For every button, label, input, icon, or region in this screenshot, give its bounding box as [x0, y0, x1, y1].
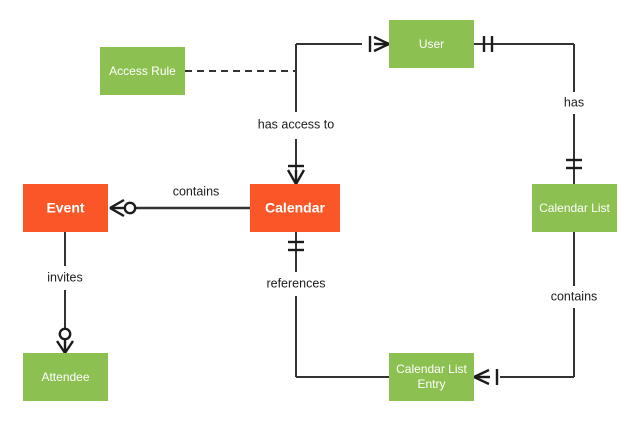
relationship-label-contains-left: contains	[173, 184, 220, 198]
entity-calendar-list-label: Calendar List	[539, 201, 610, 215]
entity-user[interactable]: User	[389, 20, 474, 68]
marker-user-one-or-many	[368, 35, 390, 53]
marker-attendee-zero-or-many	[56, 327, 74, 354]
entity-event-label: Event	[46, 200, 84, 216]
entity-user-label: User	[419, 37, 444, 51]
marker-calendar-list-top-exactly-one	[566, 158, 582, 170]
entity-calendar-list-entry[interactable]: Calendar List Entry	[389, 353, 474, 401]
edge-group	[64, 43, 575, 378]
entity-calendar-list-entry-label-line1: Calendar List	[396, 362, 467, 376]
entity-access-rule[interactable]: Access Rule	[100, 47, 185, 95]
entity-attendee[interactable]: Attendee	[23, 353, 108, 401]
entity-event-box[interactable]	[23, 184, 108, 232]
entity-calendar-list-entry-label-line2: Entry	[417, 377, 445, 391]
entity-calendar[interactable]: Calendar	[250, 184, 340, 232]
entity-event[interactable]: Event	[23, 184, 108, 232]
relationship-label-has-access-to: has access to	[258, 117, 334, 131]
entity-attendee-box[interactable]	[23, 353, 108, 401]
relationship-label-contains-right: contains	[551, 289, 598, 303]
entity-access-rule-box[interactable]	[100, 47, 185, 95]
entity-calendar-list-entry-box[interactable]	[389, 353, 474, 401]
marker-calendar-list-entry-one-or-many	[473, 368, 499, 386]
entity-user-box[interactable]	[389, 20, 474, 68]
relationship-label-references: references	[266, 276, 325, 290]
marker-user-exactly-one	[482, 36, 494, 52]
entity-calendar-list-box[interactable]	[532, 184, 617, 232]
marker-calendar-bottom-exactly-one	[288, 240, 304, 252]
entity-access-rule-label: Access Rule	[109, 64, 176, 78]
entity-calendar-label: Calendar	[265, 200, 325, 216]
cardinality-markers	[56, 35, 582, 386]
relationship-label-has: has	[564, 95, 584, 109]
relationship-label-invites: invites	[47, 270, 82, 284]
entity-attendee-label: Attendee	[41, 370, 89, 384]
entity-calendar-list[interactable]: Calendar List	[532, 184, 617, 232]
marker-calendar-top-one-or-many	[286, 164, 306, 185]
entity-calendar-box[interactable]	[250, 184, 340, 232]
marker-event-zero-or-many	[109, 198, 137, 218]
